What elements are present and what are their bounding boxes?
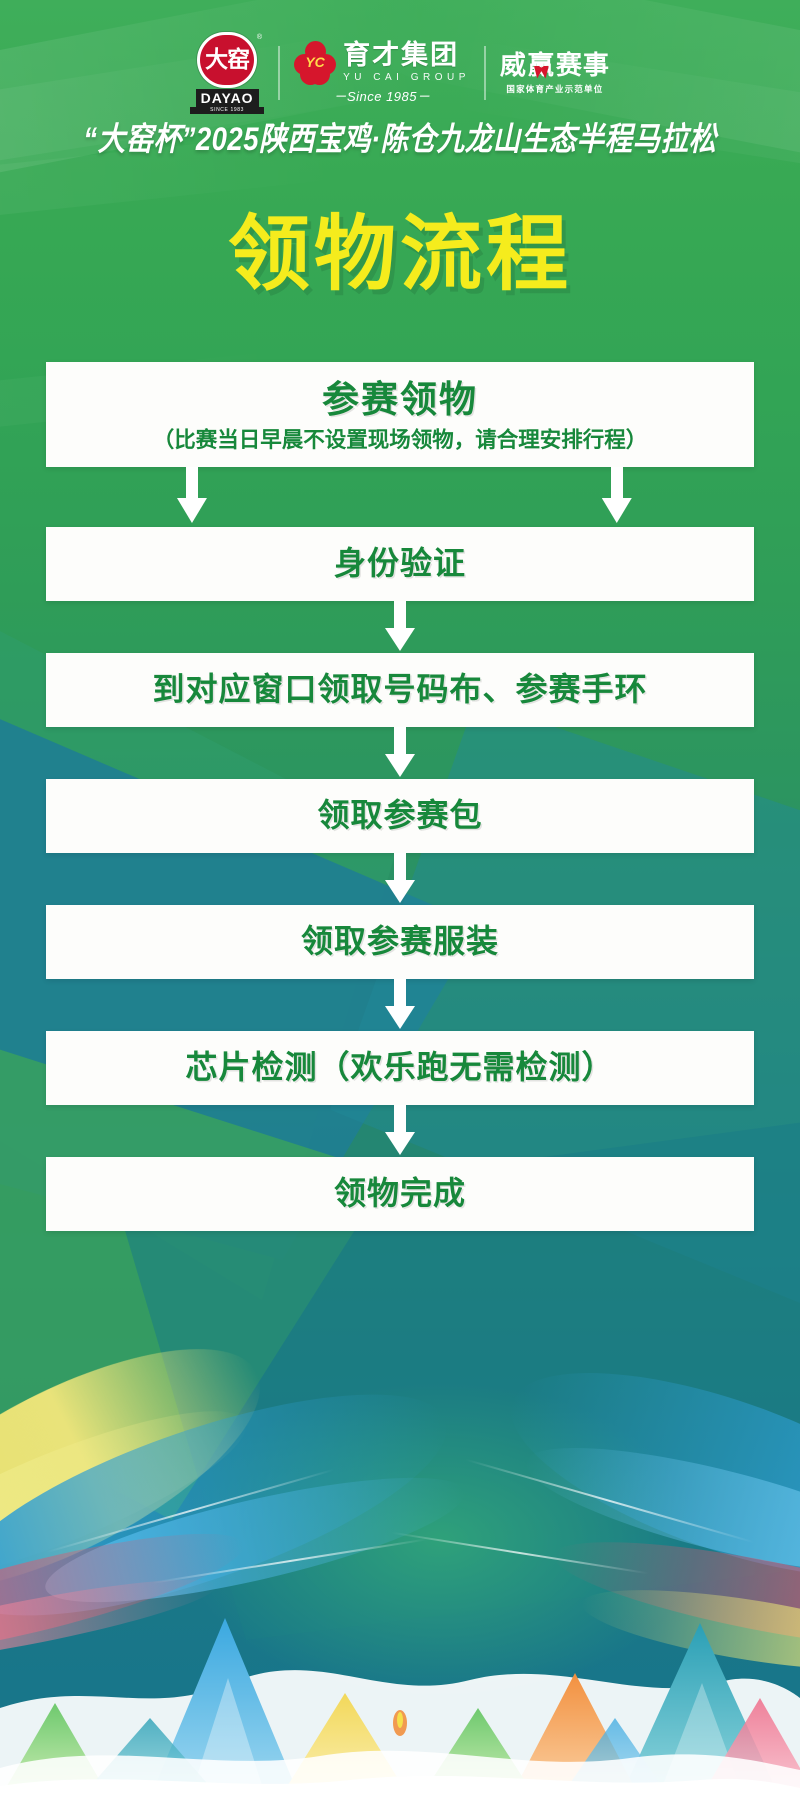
flow-connector [46,601,754,653]
flow-step-3-title: 到对应窗口领取号码布、参赛手环 [152,671,648,708]
dayao-seal-text: 大窑 [197,32,258,88]
dayao-wordmark: DAYAO [195,88,259,107]
flow-step-4-title: 领取参赛包 [317,797,483,834]
down-arrow-icon [385,1105,415,1155]
flow-connector [46,1105,754,1157]
ribbon-shape [36,1452,474,1628]
weiying-subtitle: 国家体育产业示范单位 [506,83,604,94]
flow-step-7: 领物完成 [46,1157,754,1231]
flow-connector [46,727,754,779]
ribbon-shape [0,1510,253,1680]
mountain-illustration [0,1468,800,1798]
hairline [151,1538,429,1584]
down-arrow-icon [385,853,415,903]
event-subtitle: “大窑杯”2025陕西宝鸡·陈仓九龙山生态半程马拉松 [83,120,717,158]
flow-step-7-title: 领物完成 [333,1175,466,1212]
dayao-since-text: SINCE 1983 [190,107,265,114]
ribbon-shape [516,1422,800,1598]
ribbon-shape [0,1349,471,1661]
flow-step-6-title: 芯片检测（欢乐跑无需检测） [185,1049,615,1086]
down-arrow-icon [601,467,632,523]
down-arrow-icon [176,467,207,523]
flow-step-5: 领取参赛服装 [46,905,754,979]
logo-divider [278,46,281,100]
hairline [391,1531,649,1575]
yucai-chinese-name: 育才集团 [343,39,460,70]
flow-step-6: 芯片检测（欢乐跑无需检测） [46,1031,754,1105]
yucai-english-name: YU CAI GROUP [343,71,470,83]
ribbon-shape [577,1573,800,1687]
registered-mark-icon: ® [256,34,263,41]
logo-yucai: YC 育才集团 YU CAI GROUP －Since 1985－ [294,41,470,105]
flow-step-1-note: （比赛当日早晨不设置现场领物，请合理安排行程） [152,428,648,453]
flow-chart: 参赛领物 （比赛当日早晨不设置现场领物，请合理安排行程） 身份验证 到对应窗口领… [46,362,754,1231]
ribbon-shape [0,1564,221,1680]
flow-step-3: 到对应窗口领取号码布、参赛手环 [46,653,754,727]
ribbon-shape [0,1380,263,1614]
weiying-name-part3: 赛事 [555,49,610,80]
flow-connector [46,979,754,1031]
down-arrow-icon [385,727,415,777]
flower-icon: YC [294,41,337,85]
hairline [465,1458,755,1544]
yucai-monogram: YC [302,50,329,74]
ribbon-shape [487,1330,800,1620]
flow-step-5-title: 领取参赛服装 [300,923,499,960]
down-arrow-icon [385,601,415,651]
logo-dayao: ® 大窑 DAYAO SINCE 1983 [190,32,265,114]
flow-step-1-title: 参赛领物 [322,379,478,421]
flow-step-4: 领取参赛包 [46,779,754,853]
yucai-since-text: －Since 1985－ [333,89,431,104]
hairline [45,1468,335,1554]
down-arrow-icon [385,979,415,1029]
ribbon-shape [0,1301,293,1639]
flow-step-2-title: 身份验证 [333,545,466,582]
weiying-name-part1: 威 [499,49,527,80]
sponsor-logo-bar: ® 大窑 DAYAO SINCE 1983 YC 育才集团 YU CAI GRO… [0,0,800,114]
logo-divider [483,46,486,100]
logo-weiying: 威 赢 赛事 国家体育产业示范单位 [500,52,610,95]
weiying-name-part2: 赢 [527,49,555,80]
background-glow [180,1380,700,1700]
flow-connector-dual [46,467,754,527]
flow-connector [46,853,754,905]
flow-step-2: 身份验证 [46,527,754,601]
flow-step-1: 参赛领物 （比赛当日早晨不设置现场领物，请合理安排行程） [46,362,754,467]
ribbon-shape [547,1520,800,1670]
page-title: 领物流程 [227,209,572,300]
